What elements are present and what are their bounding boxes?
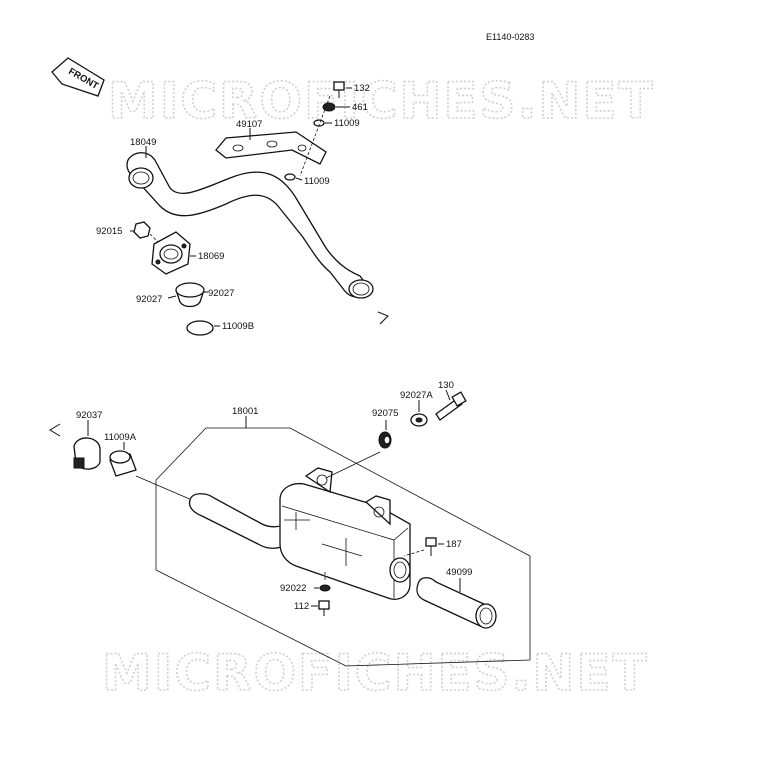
label-18069: 18069 — [198, 251, 224, 262]
collar-92027[interactable] — [167, 282, 208, 308]
washer-92022[interactable] — [314, 584, 331, 592]
exhaust-pipe-18049[interactable] — [126, 146, 389, 325]
bolt-187[interactable] — [403, 537, 444, 557]
nut-92015[interactable] — [130, 221, 161, 245]
label-11009-lower: 11009 — [304, 176, 330, 187]
front-arrow-icon: FRONT — [51, 57, 105, 97]
label-187: 187 — [446, 539, 462, 550]
gasket-11009-lower[interactable] — [284, 173, 303, 181]
collar-461[interactable] — [322, 102, 350, 112]
label-112: 112 — [294, 601, 309, 612]
label-92027A: 92027A — [400, 390, 433, 401]
grommet-92075[interactable] — [325, 420, 392, 479]
label-11009A: 11009A — [104, 432, 137, 443]
diagram-code: E1140-0283 — [486, 32, 534, 42]
label-132: 132 — [354, 83, 370, 94]
muffler-inlet-pipe[interactable] — [188, 493, 291, 549]
bolt-132[interactable] — [333, 81, 352, 98]
label-92015: 92015 — [96, 226, 122, 237]
watermark-bottom: MICROFICHES.NET — [102, 644, 649, 702]
flange-18069[interactable] — [151, 231, 196, 275]
label-461: 461 — [352, 102, 368, 113]
bracket-49107[interactable] — [215, 128, 327, 165]
label-49099: 49099 — [446, 567, 472, 578]
bolt-112[interactable] — [311, 572, 330, 616]
tail-pipe-49099[interactable] — [416, 577, 497, 629]
muffler-group-outline — [155, 427, 531, 667]
label-18049: 18049 — [130, 137, 156, 148]
muffler-body[interactable] — [279, 467, 411, 600]
label-92022: 92022 — [280, 583, 306, 594]
label-130: 130 — [438, 380, 454, 391]
watermark-top: MICROFICHES.NET — [108, 72, 655, 130]
gasket-11009B[interactable] — [186, 320, 220, 336]
bolt-130[interactable] — [435, 389, 467, 421]
label-49107: 49107 — [236, 119, 262, 130]
label-92037: 92037 — [76, 410, 102, 421]
label-92075: 92075 — [372, 408, 398, 419]
label-11009-top: 11009 — [334, 118, 360, 129]
label-18001: 18001 — [232, 406, 258, 417]
collar-92027A[interactable] — [410, 400, 428, 427]
label-11009B: 11009B — [222, 321, 254, 332]
gasket-11009A[interactable] — [109, 442, 137, 477]
label-92027-right: 92027 — [208, 288, 234, 299]
clamp-92037[interactable] — [49, 420, 101, 470]
label-92027-left: 92027 — [136, 294, 162, 305]
